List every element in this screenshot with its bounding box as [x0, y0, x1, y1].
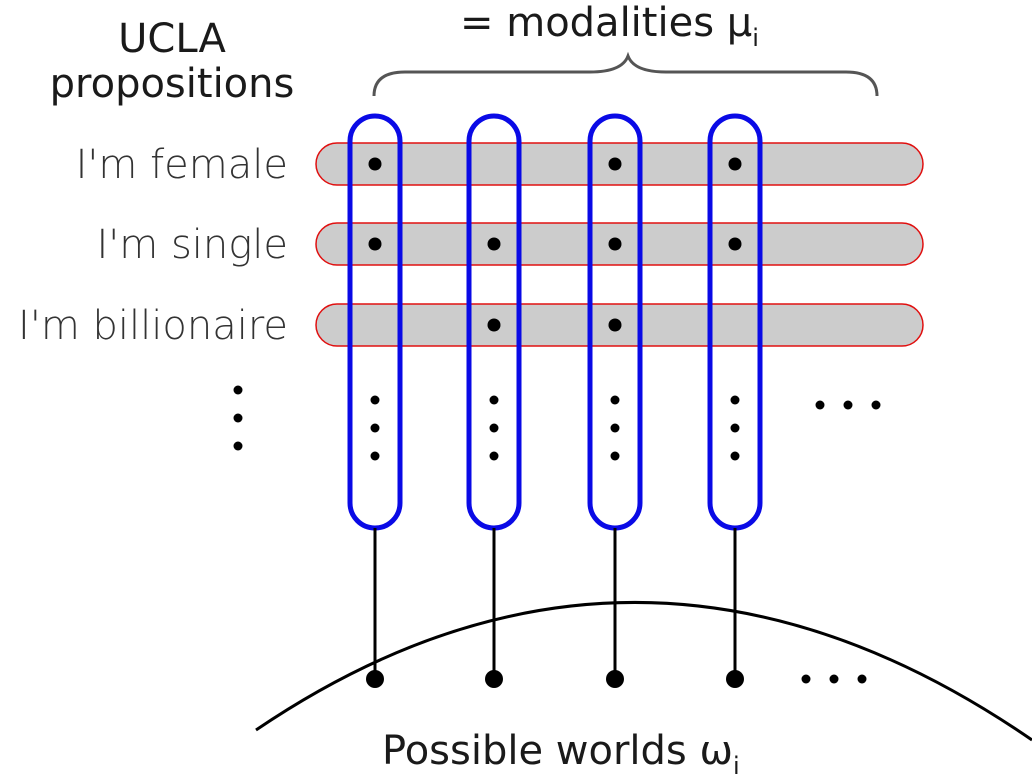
column-ellipsis-dot: [610, 395, 620, 405]
right-ellipsis-dot: [843, 400, 853, 410]
column-ellipsis-dot: [370, 423, 380, 433]
world-dot: [366, 670, 384, 688]
column-ellipsis-dot: [489, 451, 499, 461]
proposition-dot: [487, 237, 501, 251]
column-ellipsis-dot: [610, 451, 620, 461]
column-ellipsis-dot: [489, 423, 499, 433]
column-ellipsis-dot: [370, 395, 380, 405]
proposition-dot: [487, 318, 501, 332]
column-ellipsis-dot: [730, 423, 740, 433]
proposition-dot: [368, 237, 382, 251]
right-ellipsis-dot: [815, 400, 825, 410]
proposition-dot: [368, 157, 382, 171]
column-ellipsis-dot: [730, 395, 740, 405]
proposition-dots: [368, 157, 742, 332]
right-ellipsis-dot: [871, 400, 881, 410]
column-ellipsis-dot: [730, 451, 740, 461]
proposition-label: I'm single: [96, 222, 288, 268]
header-modalities-prefix: = modalities μ: [460, 0, 752, 46]
left-ellipsis-dot: [233, 441, 243, 451]
column-ellipsis-dot: [370, 451, 380, 461]
column-ellipsis-dot: [489, 395, 499, 405]
world-stems: [366, 528, 744, 688]
column-ellipsis-dot: [610, 423, 620, 433]
possible-worlds-arc: [255, 601, 1032, 742]
proposition-dot: [608, 157, 622, 171]
bottom-horizontal-ellipsis: [801, 674, 867, 684]
world-dot: [485, 670, 503, 688]
bottom-ellipsis-dot: [801, 674, 811, 684]
column-ellipsis-dots: [370, 395, 740, 461]
proposition-dot: [608, 318, 622, 332]
world-dot: [726, 670, 744, 688]
left-ellipsis-dot: [233, 385, 243, 395]
header-propositions: propositions: [50, 61, 295, 107]
header-modalities: = modalities μi: [460, 0, 759, 52]
proposition-dot: [728, 237, 742, 251]
proposition-label: I'm female: [76, 142, 288, 188]
possible-worlds-prefix: Possible worlds ω: [382, 728, 733, 774]
modalities-brace: [372, 51, 879, 97]
right-horizontal-ellipsis: [815, 400, 881, 410]
header-ucla: UCLA: [118, 16, 226, 62]
possible-worlds-label: Possible worlds ωi: [382, 728, 740, 775]
proposition-dot: [608, 237, 622, 251]
possible-worlds-subscript: i: [733, 752, 740, 775]
proposition-label: I'm billionaire: [18, 303, 288, 349]
left-vertical-ellipsis: [233, 385, 243, 451]
bottom-ellipsis-dot: [857, 674, 867, 684]
header-modalities-subscript: i: [752, 24, 759, 52]
left-ellipsis-dot: [233, 413, 243, 423]
proposition-dot: [728, 157, 742, 171]
bottom-ellipsis-dot: [829, 674, 839, 684]
world-dot: [606, 670, 624, 688]
